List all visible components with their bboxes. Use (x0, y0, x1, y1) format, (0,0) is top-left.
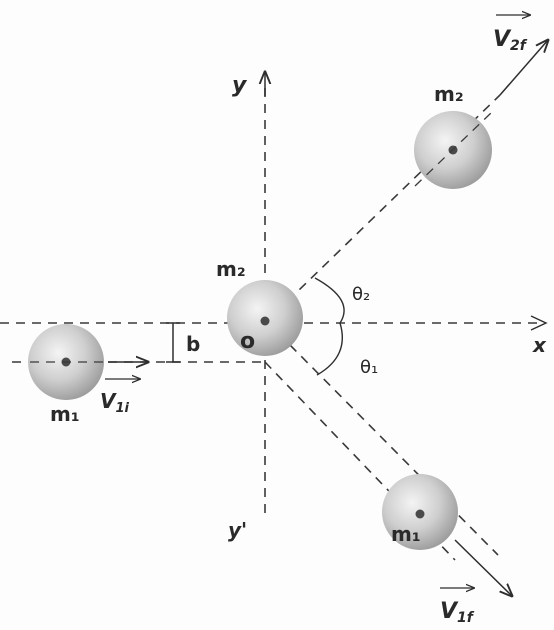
x-axis-label: x (532, 333, 547, 357)
v2f-label: V2f (493, 27, 528, 54)
y-prime-label: y' (228, 518, 247, 542)
m1-scattered-label: m₁ (391, 522, 421, 546)
v1f-label: V1f (440, 599, 475, 626)
m1-scatter-path-parallel (289, 344, 499, 556)
v1f-arrow (454, 539, 512, 596)
m2-path-over-ball (414, 111, 493, 187)
x-axis-arrowhead (530, 315, 548, 331)
y-axis-label: y (232, 73, 248, 98)
theta2-arc (314, 277, 345, 324)
theta2-label: θ₂ (352, 284, 370, 305)
theta1-label: θ₁ (360, 357, 378, 378)
origin-label: o (240, 329, 255, 354)
m2-center-ball (227, 280, 303, 356)
m1-scattered-ball (382, 474, 458, 550)
v1i-label: V1i (100, 389, 130, 416)
v2f-arrow (499, 40, 548, 96)
m2-center-label: m₂ (216, 257, 246, 281)
m1-initial-label: m₁ (50, 402, 80, 426)
theta1-arc (316, 322, 344, 376)
impact-parameter-label: b (186, 332, 200, 356)
m2-scattered-label: m₂ (434, 82, 464, 106)
